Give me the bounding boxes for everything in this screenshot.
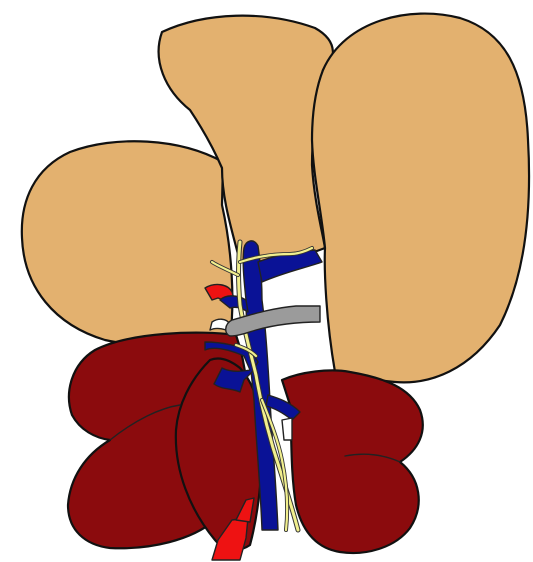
- tan-lobe-right: [312, 14, 529, 383]
- tan-lobe-left: [22, 141, 233, 345]
- liver-lobe-right: [282, 370, 423, 553]
- white-duct-right: [282, 418, 292, 440]
- tan-lobes: [22, 14, 529, 383]
